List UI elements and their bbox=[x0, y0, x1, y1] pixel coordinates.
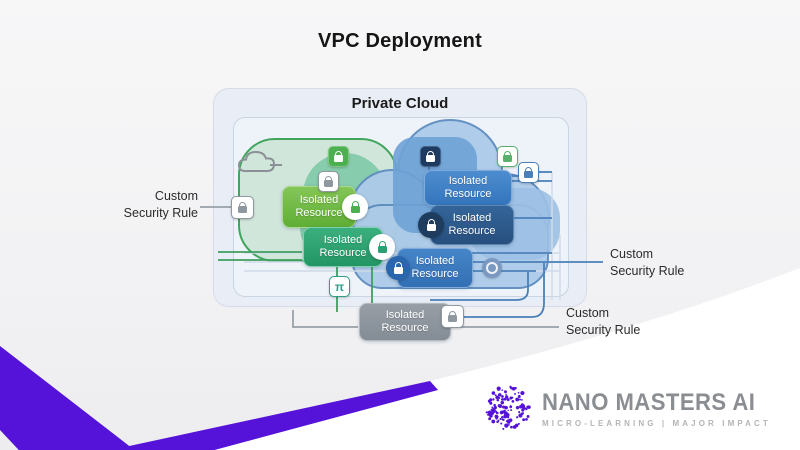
custom-rule-lock-icon-left bbox=[231, 196, 254, 219]
label-line: Security Rule bbox=[123, 205, 198, 220]
custom-security-rule-label-bottom: Custom Security Rule bbox=[566, 305, 640, 338]
lock-icon bbox=[518, 162, 539, 183]
node-label-line2: Resource bbox=[295, 207, 343, 219]
label-line: Custom bbox=[610, 247, 654, 261]
lock-badge-icon bbox=[342, 194, 368, 220]
label-line: Custom bbox=[566, 306, 610, 320]
node-label-line1: Isolated bbox=[323, 234, 363, 247]
lock-icon bbox=[328, 146, 349, 167]
firewall-gateway-icon: π bbox=[329, 276, 350, 297]
label-line: Security Rule bbox=[566, 322, 641, 337]
node-label-line1: Isolated bbox=[452, 212, 492, 225]
node-label-line1: Isolated bbox=[448, 175, 488, 188]
target-endpoint-icon bbox=[482, 258, 502, 278]
lock-icon bbox=[420, 146, 441, 167]
label-line: Security Rule bbox=[610, 263, 685, 278]
nano-masters-dot-sphere-icon bbox=[485, 385, 531, 430]
isolated-resource-node-teal: Isolated Resource bbox=[303, 227, 395, 267]
brand-tagline: MICRO-LEARNING | MAJOR IMPACT bbox=[542, 418, 771, 428]
node-label-line1: Isolated bbox=[385, 309, 425, 322]
brand-name: NANO MASTERS AI bbox=[542, 388, 756, 416]
isolated-resource-node-green: Isolated Resource bbox=[282, 186, 368, 228]
custom-security-rule-label-left: Custom Security Rule bbox=[100, 188, 198, 221]
brand-logo: NANO MASTERS AI MICRO-LEARNING | MAJOR I… bbox=[484, 384, 774, 432]
node-label-line2: Resource bbox=[319, 247, 367, 259]
isolated-resource-node-gray: Isolated Resource bbox=[359, 303, 451, 341]
node-label-line2: Resource bbox=[381, 322, 429, 334]
lock-icon bbox=[497, 146, 518, 167]
node-label-line1: Isolated bbox=[415, 255, 455, 268]
purple-stripe-shape bbox=[111, 381, 438, 450]
isolated-resource-node-navy: Isolated Resource bbox=[418, 205, 514, 245]
isolated-resource-node-blue-top: Isolated Resource bbox=[424, 170, 512, 206]
lock-badge-icon bbox=[418, 212, 444, 238]
page-title: VPC Deployment bbox=[318, 30, 482, 52]
custom-rule-lock-icon-bottom bbox=[441, 305, 464, 328]
node-label-line1: Isolated bbox=[299, 194, 339, 207]
purple-band-shape bbox=[0, 346, 135, 450]
label-line: Custom bbox=[154, 189, 198, 203]
custom-security-rule-label-right: Custom Security Rule bbox=[610, 246, 684, 279]
private-cloud-title: Private Cloud bbox=[351, 95, 449, 112]
node-label-line2: Resource bbox=[444, 188, 492, 200]
node-label-line2: Resource bbox=[448, 225, 496, 237]
node-label-line2: Resource bbox=[411, 268, 459, 280]
lock-badge-icon bbox=[386, 256, 410, 280]
lock-icon bbox=[318, 171, 339, 192]
isolated-resource-node-blue-bottom: Isolated Resource bbox=[386, 248, 473, 288]
lock-badge-icon bbox=[369, 234, 395, 260]
